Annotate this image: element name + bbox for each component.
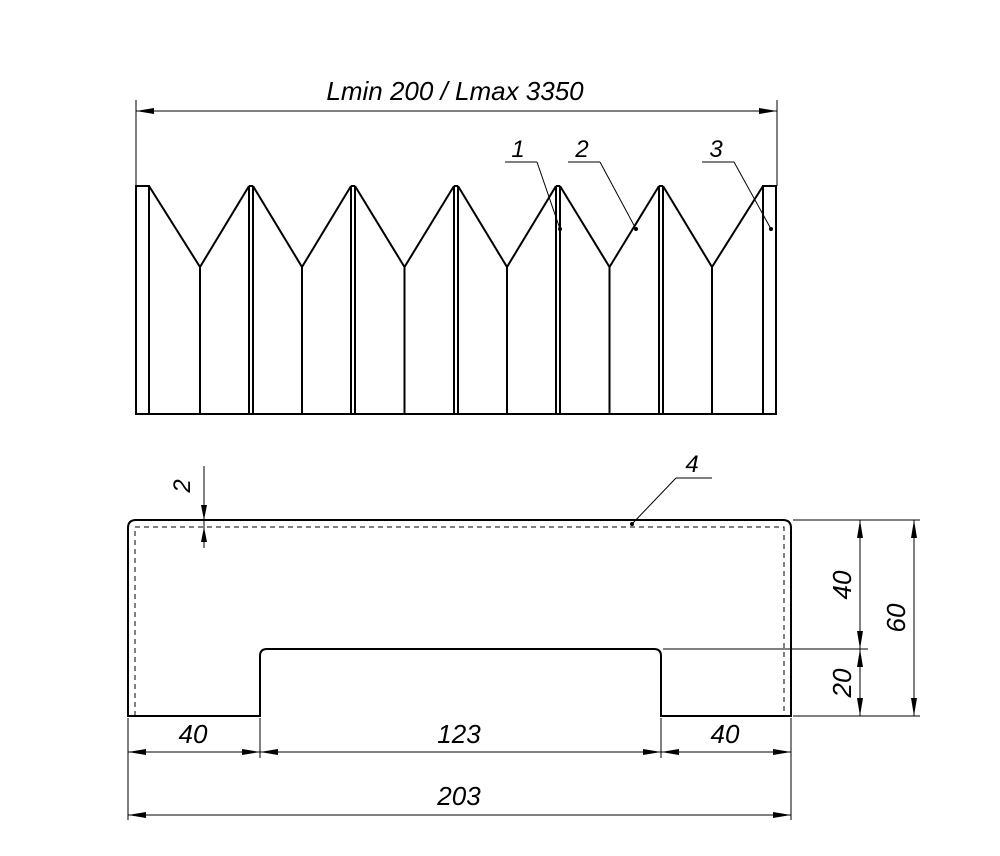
fold-diagonal	[457, 185, 508, 268]
callout-3-label: 3	[709, 136, 723, 163]
inner-dashed-line	[134, 526, 785, 716]
callout-1-label: 1	[511, 136, 524, 163]
length-arrow-left	[136, 108, 154, 114]
end-plate-right	[762, 185, 777, 415]
fold-diagonal	[403, 185, 455, 268]
callout-2: 2	[568, 136, 638, 231]
fold-diagonal	[354, 185, 406, 268]
dim-middle: 123	[437, 719, 481, 749]
section-profile	[127, 519, 792, 717]
fold-diagonal	[711, 185, 764, 268]
callout-4-label: 4	[685, 451, 698, 478]
fold-diagonal	[662, 185, 713, 268]
fold-diagonal	[199, 185, 250, 268]
length-arrow-right	[759, 108, 777, 114]
callout-4: 4	[630, 451, 712, 526]
dim-upper-height: 40	[827, 570, 857, 599]
dim-lower-height: 20	[827, 668, 857, 698]
fold-diagonal	[301, 185, 352, 268]
length-label: Lmin 200 / Lmax 3350	[326, 76, 584, 106]
dim-total-height: 60	[881, 603, 911, 632]
fold-diagonal	[252, 185, 303, 268]
callout-2-label: 2	[574, 136, 588, 163]
fold-diagonal	[506, 185, 557, 268]
fold-diagonal	[148, 185, 201, 268]
section-view: 2 4 40 123 40 203	[127, 451, 920, 820]
top-view: Lmin 200 / Lmax 3350 1 2 3	[135, 76, 778, 415]
end-plate-left	[135, 185, 150, 415]
bellows-folds	[148, 185, 764, 414]
thickness-dim: 2	[169, 466, 207, 548]
callout-1: 1	[505, 136, 562, 231]
thickness-label: 2	[169, 479, 196, 493]
dim-left-foot: 40	[179, 719, 208, 749]
fold-diagonal	[559, 185, 611, 268]
dim-total-width: 203	[436, 781, 481, 811]
dim-right-foot: 40	[711, 719, 740, 749]
callout-3: 3	[702, 136, 773, 231]
